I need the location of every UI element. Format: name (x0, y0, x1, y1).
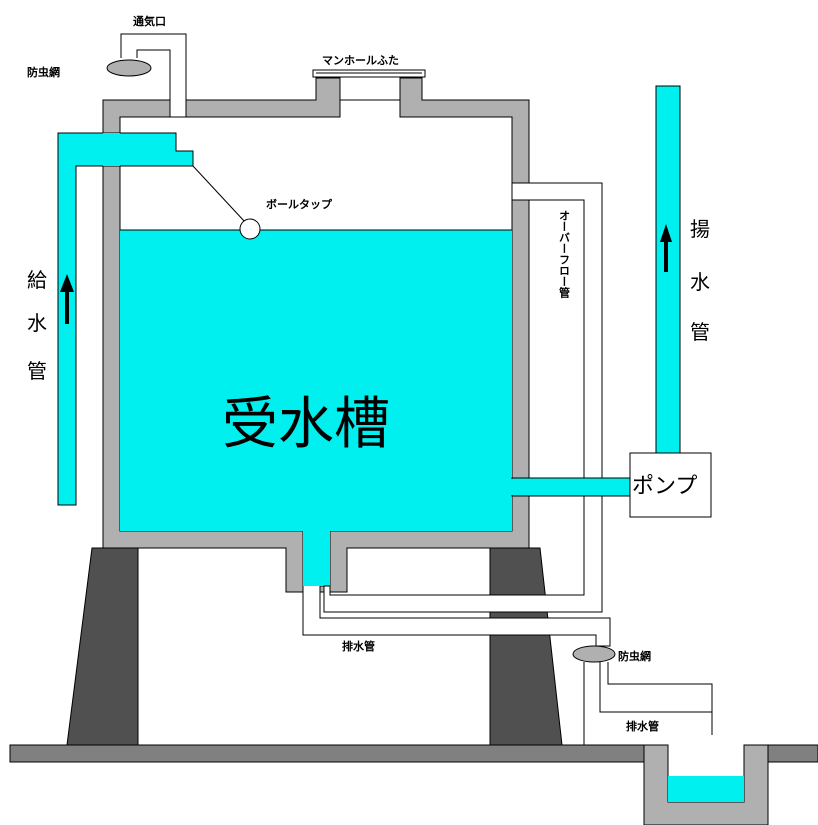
supply-pipe-char-3: 管 (27, 359, 47, 383)
pump (629, 452, 712, 518)
insect-screen-bottom (572, 645, 616, 663)
lift-pipe-char-3: 管 (690, 320, 710, 344)
vent-pipe (106, 33, 187, 118)
drain-pipe-outlet-label: 排水管 (626, 719, 659, 733)
tank-label: 受水槽 (222, 392, 390, 457)
supply-pipe-char-1: 給 (27, 268, 47, 292)
ground (9, 744, 818, 763)
drain-pit-water (668, 776, 744, 802)
insect-screen-bottom-label: 防虫網 (618, 649, 651, 663)
drain-pipe (302, 586, 611, 647)
pump-label: ポンプ (632, 474, 697, 499)
ground-slab (9, 744, 645, 763)
lift-pipe-char-2: 水 (690, 270, 710, 294)
ball-tap-float (239, 218, 261, 240)
ground-slab-right (767, 744, 818, 763)
manhole-cover-label: マンホールふた (322, 54, 399, 67)
lift-flow-arrow (660, 224, 672, 272)
pump-outlet-pipe (511, 477, 631, 497)
supply-flow-arrow (60, 274, 74, 324)
vent-label: 通気口 (133, 14, 166, 28)
supply-pipe-char-2: 水 (27, 311, 47, 335)
ball-tap-arm (192, 165, 246, 223)
right-support (489, 547, 563, 746)
overflow-pipe (323, 182, 603, 613)
manhole-cover (312, 69, 426, 78)
ball-tap-label: ボールタップ (266, 197, 333, 211)
drain-pit (643, 744, 769, 825)
drain-pit-wall (643, 744, 769, 825)
insect-screen-top (106, 59, 152, 77)
left-support (66, 547, 139, 746)
lift-pipe-char-1: 揚 (690, 217, 710, 241)
insect-screen-top-label: 防虫網 (27, 65, 60, 79)
overflow-pipe-label: オーバーフロー管 (558, 210, 571, 299)
drain-pipe-outlet (583, 662, 713, 745)
drain-pipe-label: 排水管 (342, 639, 375, 653)
tank-water (120, 230, 512, 586)
